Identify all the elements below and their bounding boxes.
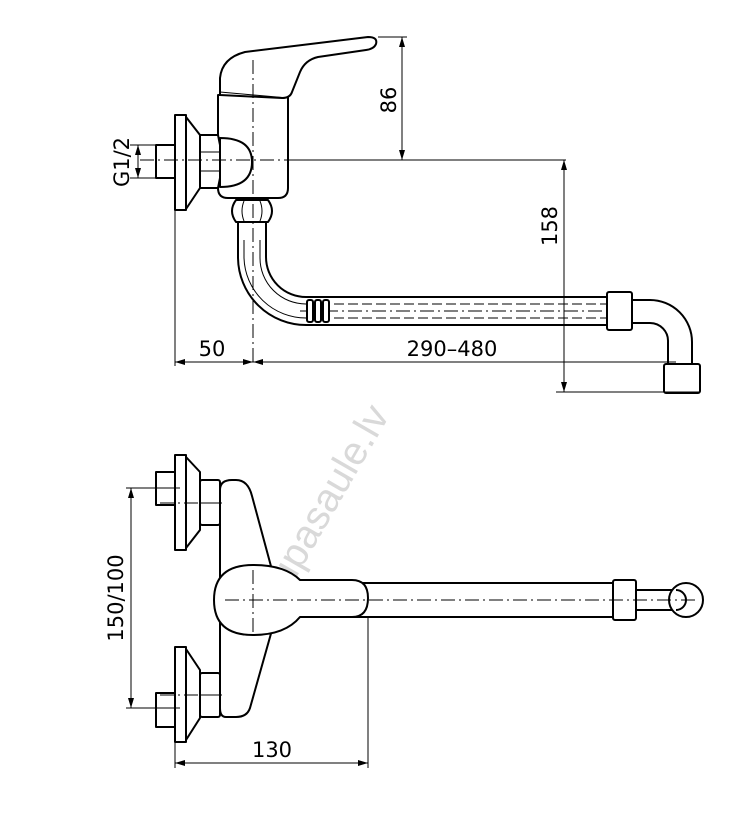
pipe-rings bbox=[306, 299, 330, 323]
side-view: G1/2 86 158 50 290–480 bbox=[110, 36, 701, 394]
dim-handle-height-label: 86 bbox=[377, 87, 401, 114]
body-nut bbox=[231, 199, 273, 223]
aerator-nut bbox=[663, 363, 701, 394]
spout-nut bbox=[606, 291, 633, 331]
dim-outlet-height-label: 158 bbox=[538, 206, 562, 246]
dim-inlet-spacing-label: 150/100 bbox=[104, 554, 128, 641]
valve-dome bbox=[219, 137, 253, 188]
spout-pipe bbox=[237, 221, 609, 326]
lever-handle bbox=[219, 36, 378, 99]
outlet-elbow bbox=[631, 299, 693, 365]
dim-thread-label: G1/2 bbox=[110, 137, 134, 187]
front-lower-stub bbox=[155, 692, 176, 728]
dim-body-projection-label: 130 bbox=[252, 738, 292, 762]
wall-flange bbox=[185, 116, 201, 210]
front-view: 150/100 130 bbox=[104, 454, 704, 768]
dim-spout-length-label: 290–480 bbox=[407, 337, 498, 361]
dim-wall-offset-label: 50 bbox=[199, 337, 226, 361]
inlet-nut bbox=[199, 134, 221, 189]
inlet-stub bbox=[155, 144, 176, 179]
